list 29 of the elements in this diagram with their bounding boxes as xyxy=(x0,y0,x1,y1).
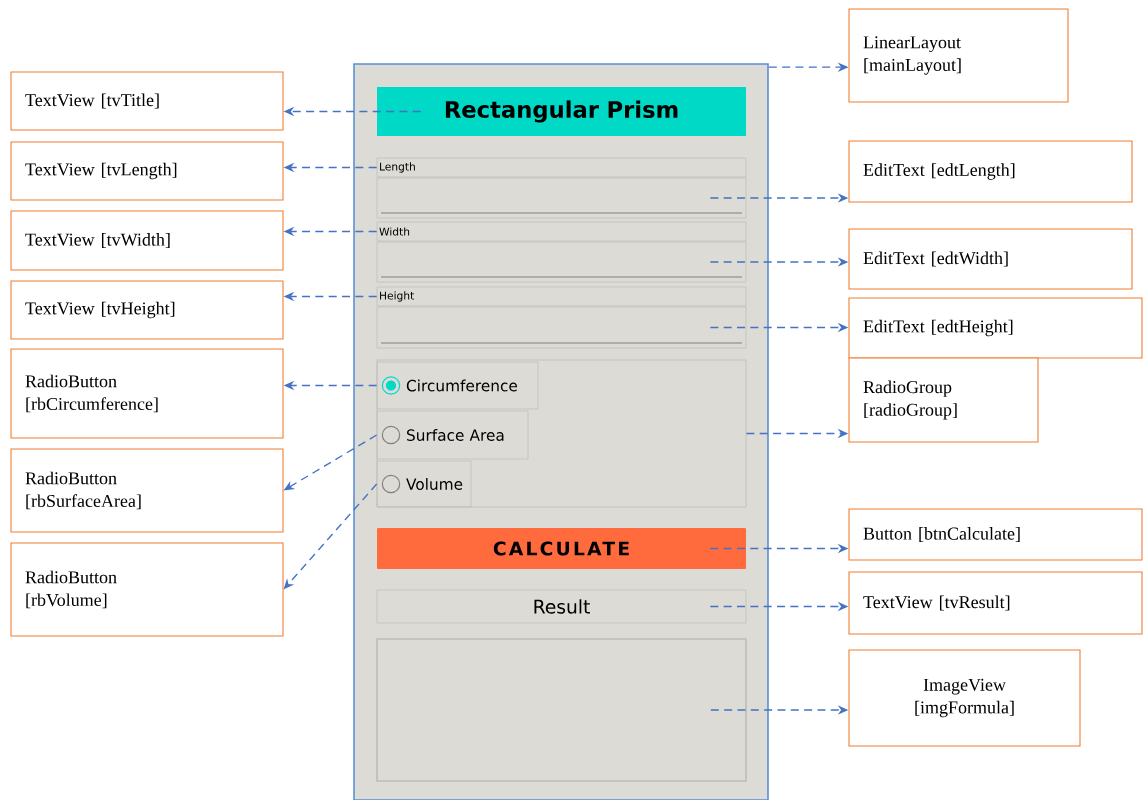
callout-box: TextView [tvHeight] xyxy=(10,280,284,340)
callout-box: TextView [tvResult] xyxy=(848,571,1143,635)
callout-box: EditText [edtLength] xyxy=(848,140,1133,203)
callout-box: Button [btnCalculate] xyxy=(848,508,1143,561)
callout-box: EditText [edtHeight] xyxy=(848,297,1143,359)
callout-box: RadioGroup [radioGroup] xyxy=(848,357,1039,443)
callout-box: ImageView [imgFormula] xyxy=(848,649,1081,747)
field-label: Length xyxy=(376,157,747,178)
callout-box: RadioButton [rbCircumference] xyxy=(10,348,284,439)
input-field xyxy=(376,241,747,283)
field-label: Height xyxy=(376,286,747,307)
result-text: Result xyxy=(376,589,747,624)
radio-option: Surface Area xyxy=(376,410,529,460)
input-field xyxy=(376,306,747,349)
calculate-button: CALCULATE xyxy=(377,528,746,569)
input-field xyxy=(376,177,747,219)
callout-box: TextView [tvTitle] xyxy=(10,71,284,131)
radio-group-box xyxy=(376,359,747,508)
callout-box: TextView [tvLength] xyxy=(10,141,284,201)
callout-box: RadioButton [rbVolume] xyxy=(10,542,284,637)
field-label: Width xyxy=(376,221,747,242)
image-box xyxy=(376,638,747,782)
callout-box: TextView [tvWidth] xyxy=(10,210,284,271)
title-bar: Rectangular Prism xyxy=(377,87,746,136)
callout-box: RadioButton [rbSurfaceArea] xyxy=(10,448,284,533)
radio-option: Circumference xyxy=(376,361,539,410)
radio-option: Volume xyxy=(376,460,472,508)
callout-box: LinearLayout [mainLayout] xyxy=(848,8,1069,103)
callout-box: EditText [edtWidth] xyxy=(848,228,1133,290)
